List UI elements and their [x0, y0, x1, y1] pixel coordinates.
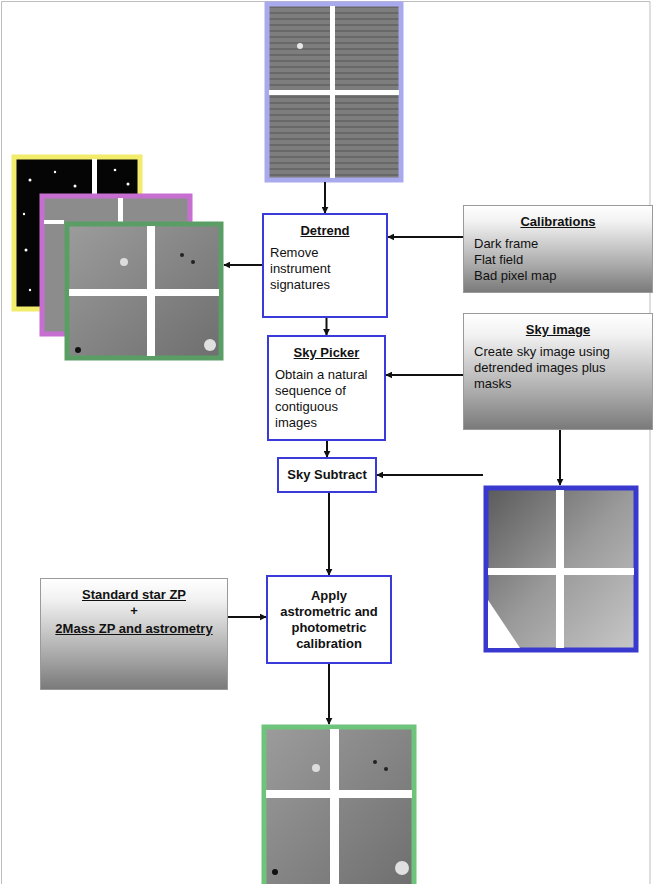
input-box: Sky imageCreate sky image using detrende… — [463, 313, 653, 430]
process-box: Apply astrometric and photometric calibr… — [266, 575, 392, 664]
box-text: Flat field — [474, 252, 642, 268]
sky-frame — [486, 488, 636, 650]
image-arrow — [324, 182, 326, 213]
image-arrow — [559, 430, 561, 485]
box-text: + — [51, 603, 217, 619]
detrended-frames — [14, 157, 221, 358]
flow-arrow — [326, 441, 328, 457]
box-text: Sky Subtract — [285, 467, 369, 483]
box-text: Dark frame — [474, 236, 642, 252]
box-heading: 2Mass ZP and astrometry — [51, 621, 217, 637]
flow-arrow — [326, 318, 328, 335]
process-box: Sky PickerObtain a natural sequence of c… — [267, 335, 386, 441]
box-text: Apply astrometric and photometric calibr… — [274, 588, 384, 652]
box-text: Create sky image using detrended images … — [474, 344, 642, 392]
calibrated-frame — [264, 727, 414, 884]
image-arrow — [224, 264, 262, 266]
box-text: Obtain a natural sequence of contiguous … — [275, 367, 378, 431]
box-text: Remove instrument signatures — [270, 245, 380, 293]
flow-arrow — [388, 236, 463, 238]
box-heading: Calibrations — [474, 214, 642, 230]
flow-arrow — [228, 616, 266, 618]
box-heading: Detrend — [270, 223, 380, 239]
process-box: DetrendRemove instrument signatures — [262, 213, 388, 318]
box-heading: Sky Picker — [275, 345, 378, 361]
process-box: Sky Subtract — [277, 457, 377, 493]
raw-frame — [267, 4, 401, 180]
flow-arrow — [328, 493, 330, 575]
box-text: Bad pixel map — [474, 268, 642, 284]
input-box: Standard star ZP+2Mass ZP and astrometry — [40, 578, 228, 690]
box-heading: Standard star ZP — [51, 587, 217, 603]
box-heading: Sky image — [474, 322, 642, 338]
image-arrow — [377, 474, 483, 476]
input-box: CalibrationsDark frameFlat fieldBad pixe… — [463, 205, 653, 293]
flow-arrow — [386, 374, 463, 376]
image-arrow — [328, 664, 330, 724]
